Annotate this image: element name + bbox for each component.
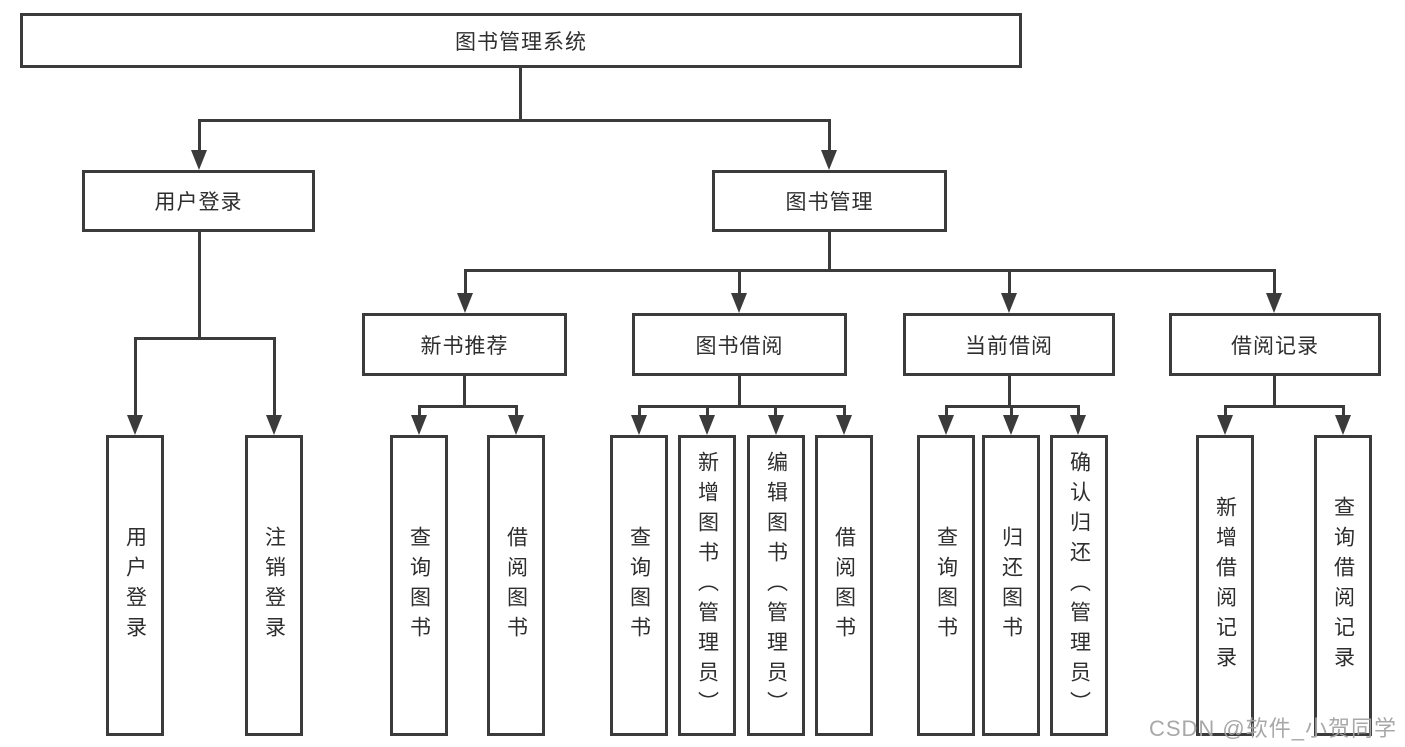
connector-stub	[418, 405, 421, 417]
connector-stub	[1224, 405, 1227, 417]
arrowhead-icon	[1003, 415, 1019, 435]
connector-stub	[843, 405, 846, 417]
leaf-return-books: 归还图书	[982, 435, 1040, 736]
arrowhead-icon	[1266, 293, 1282, 313]
leaf-edit-books-admin: 编辑图书（管理员）	[747, 435, 805, 736]
connector-borrowing-bus	[638, 405, 846, 408]
connector-drop-current-borrowing	[1008, 269, 1011, 296]
connector-borrowing-stem	[738, 376, 741, 408]
arrowhead-icon	[699, 415, 715, 435]
leaf-recommend-borrow-books-label: 借阅图书	[504, 525, 528, 646]
node-book-borrowing-label: 图书借阅	[695, 334, 784, 358]
node-root: 图书管理系统	[20, 13, 1022, 68]
arrowhead-icon	[1217, 415, 1233, 435]
node-user-login: 用户登录	[82, 170, 315, 232]
leaf-borrowing-query-books: 查询图书	[610, 435, 668, 736]
connector-stub	[1010, 405, 1013, 417]
leaf-user-login: 用户登录	[106, 435, 164, 736]
node-borrow-records-label: 借阅记录	[1231, 334, 1319, 358]
arrowhead-icon	[411, 415, 427, 435]
connector-drop-leaf-logout	[273, 337, 276, 417]
connector-drop-book-borrowing	[738, 269, 741, 296]
node-book-management-label: 图书管理	[785, 191, 874, 214]
connector-records-stem	[1273, 376, 1276, 408]
leaf-user-login-label: 用户登录	[123, 525, 147, 646]
leaf-query-borrow-record-label: 查询借阅记录	[1331, 495, 1355, 676]
node-book-borrowing: 图书借阅	[632, 313, 847, 376]
arrowhead-icon	[1335, 415, 1351, 435]
arrowhead-icon	[1070, 415, 1086, 435]
connector-book-management-stem	[828, 232, 831, 272]
arrowhead-icon	[768, 415, 784, 435]
connector-current-stem	[1008, 376, 1011, 408]
leaf-recommend-query-books-label: 查询图书	[407, 525, 431, 646]
leaf-recommend-borrow-books: 借阅图书	[487, 435, 545, 736]
connector-recommendation-stem	[463, 376, 466, 408]
leaf-recommend-query-books: 查询图书	[390, 435, 448, 736]
leaf-edit-books-admin-label: 编辑图书（管理员）	[764, 450, 788, 721]
leaf-return-books-label: 归还图书	[999, 525, 1023, 646]
connector-drop-new-book-recommendation	[464, 269, 467, 296]
connector-stub	[945, 405, 948, 417]
connector-stub	[774, 405, 777, 417]
arrowhead-icon	[731, 293, 747, 313]
node-new-book-recommendation: 新书推荐	[362, 313, 567, 376]
leaf-add-books-admin: 新增图书（管理员）	[678, 435, 736, 736]
leaf-query-borrow-record: 查询借阅记录	[1314, 435, 1372, 736]
leaf-confirm-return-admin-label: 确认归还（管理员）	[1067, 450, 1091, 721]
node-current-borrowing: 当前借阅	[903, 313, 1115, 376]
connector-stub	[1077, 405, 1080, 417]
arrowhead-icon	[1001, 293, 1017, 313]
node-root-label: 图书管理系统	[455, 30, 587, 54]
connector-user-login-bus	[134, 337, 276, 340]
connector-stub	[515, 405, 518, 417]
arrowhead-icon	[631, 415, 647, 435]
leaf-logout: 注销登录	[245, 435, 303, 736]
leaf-logout-label: 注销登录	[262, 525, 286, 646]
arrowhead-icon	[508, 415, 524, 435]
connector-stub	[1342, 405, 1345, 417]
leaf-current-query-books-label: 查询图书	[934, 525, 958, 646]
node-borrow-records: 借阅记录	[1169, 313, 1381, 376]
leaf-borrowing-query-books-label: 查询图书	[627, 525, 651, 646]
connector-stub	[706, 405, 709, 417]
leaf-borrowing-borrow-books-label: 借阅图书	[832, 525, 856, 646]
leaf-add-books-admin-label: 新增图书（管理员）	[695, 450, 719, 721]
arrowhead-icon	[821, 150, 837, 170]
arrowhead-icon	[266, 415, 282, 435]
connector-stub	[638, 405, 641, 417]
arrowhead-icon	[836, 415, 852, 435]
connector-drop-borrow-records	[1273, 269, 1276, 296]
arrowhead-icon	[191, 150, 207, 170]
connector-root-stem	[519, 68, 522, 121]
connector-drop-book-management	[828, 119, 831, 152]
connector-drop-user-login	[198, 119, 201, 152]
node-new-book-recommendation-label: 新书推荐	[420, 334, 509, 358]
node-book-management: 图书管理	[712, 170, 947, 232]
node-user-login-label: 用户登录	[154, 191, 243, 214]
connector-book-management-bus	[464, 269, 1276, 272]
leaf-current-query-books: 查询图书	[917, 435, 975, 736]
arrowhead-icon	[938, 415, 954, 435]
arrowhead-icon	[127, 415, 143, 435]
leaf-add-borrow-record-label: 新增借阅记录	[1213, 495, 1237, 676]
arrowhead-icon	[457, 293, 473, 313]
leaf-add-borrow-record: 新增借阅记录	[1196, 435, 1254, 736]
connector-recommendation-bus	[418, 405, 518, 408]
leaf-borrowing-borrow-books: 借阅图书	[815, 435, 873, 736]
connector-root-bus	[198, 119, 831, 122]
node-current-borrowing-label: 当前借阅	[965, 334, 1053, 358]
connector-records-bus	[1224, 405, 1345, 408]
connector-user-login-stem	[198, 232, 201, 339]
leaf-confirm-return-admin: 确认归还（管理员）	[1050, 435, 1108, 736]
connector-drop-leaf-user-login	[134, 337, 137, 417]
